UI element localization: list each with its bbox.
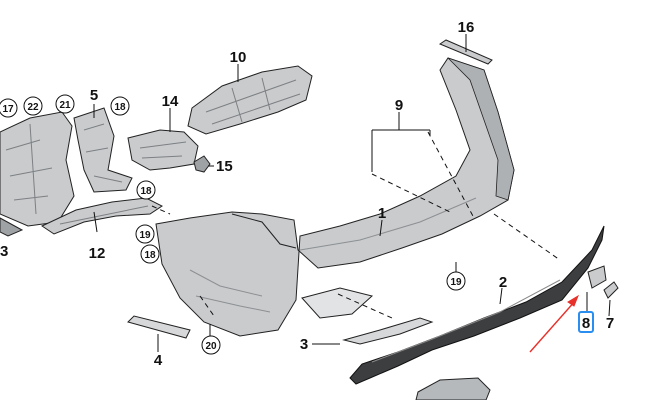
label-7: 7 [606, 315, 614, 332]
part-14-shield [127, 129, 199, 171]
part-15-clip [193, 155, 211, 173]
label-3-left: 3 [0, 243, 8, 260]
label-22: 22 [27, 102, 39, 113]
label-1: 1 [378, 205, 386, 222]
label-3: 3 [300, 336, 308, 353]
part-2-diffuser [349, 225, 605, 385]
label-9: 9 [395, 97, 403, 114]
label-18-mid: 18 [140, 186, 152, 197]
label-4: 4 [154, 352, 163, 369]
label-19-mid: 19 [139, 230, 151, 241]
label-18-top: 18 [114, 102, 126, 113]
label-17: 17 [2, 104, 14, 115]
part-12-bracket [40, 197, 163, 235]
label-19-right: 19 [450, 277, 462, 288]
highlight-box [578, 311, 594, 333]
part-exhaust-finisher [415, 377, 491, 400]
label-20: 20 [205, 341, 217, 352]
part-4-trim [127, 315, 191, 339]
label-18-low: 18 [144, 250, 156, 261]
label-10: 10 [230, 49, 247, 66]
part-10-bracket [187, 65, 313, 135]
part-1-bumper-cover [155, 57, 515, 337]
part-3-trim [342, 317, 434, 345]
label-14: 14 [162, 93, 179, 110]
part-bracket-left [0, 111, 75, 237]
label-16: 16 [458, 19, 475, 36]
label-15: 15 [216, 158, 233, 175]
part-8-clip [587, 265, 607, 289]
label-12: 12 [89, 245, 106, 262]
assembly-lines [151, 131, 561, 319]
callout-circles [0, 94, 466, 355]
label-21: 21 [59, 100, 71, 111]
label-2: 2 [499, 274, 507, 291]
part-7-clip [603, 281, 619, 299]
part-5-bracket [73, 107, 133, 193]
label-5: 5 [90, 87, 98, 104]
leader-lines [93, 34, 611, 352]
arrow-icon [529, 294, 580, 353]
label-8: 8 [582, 315, 590, 332]
